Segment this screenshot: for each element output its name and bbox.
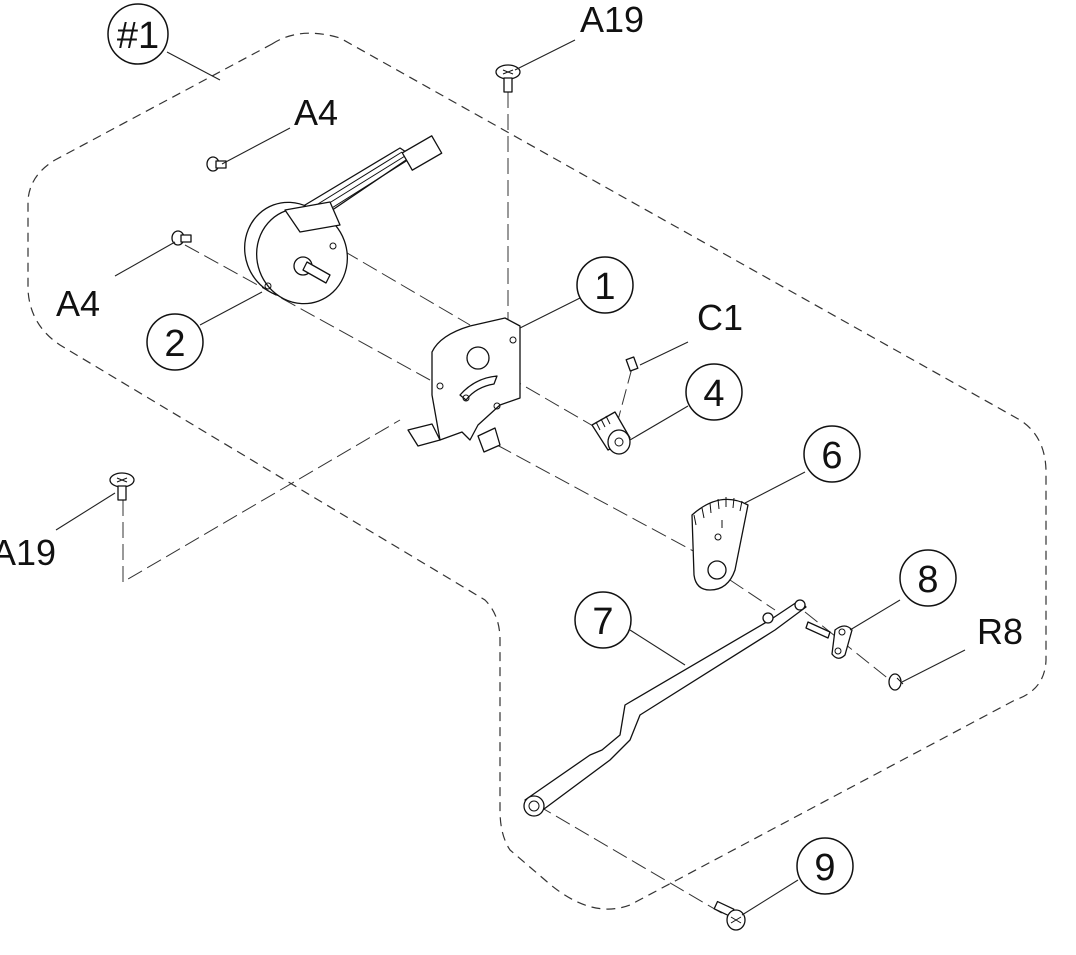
link-plate [805, 621, 853, 659]
callout-part-6: 6 [803, 425, 861, 483]
guide-line-screw-a19 [122, 419, 401, 583]
label-c1: C1 [697, 297, 743, 338]
leader-a19-left [55, 492, 116, 531]
screw-a4-left [171, 230, 192, 246]
callout-part-9: 9 [796, 837, 854, 895]
callout-part-4: 4 [685, 363, 743, 421]
leader-assembly [166, 51, 221, 81]
leader-part-2 [199, 291, 263, 326]
pinion-gear [591, 411, 631, 455]
guide-line-pin-to-sector [496, 444, 776, 611]
callout-part-2: 2 [146, 313, 204, 371]
svg-text:4: 4 [703, 373, 724, 415]
lever-arm [523, 599, 807, 817]
assembly-boundary [27, 32, 1047, 910]
leader-r8 [901, 649, 966, 683]
callout-part-8: 8 [899, 549, 957, 607]
label-a4-top: A4 [294, 92, 338, 133]
guide-line-arm-to-screw [536, 804, 731, 919]
svg-text:8: 8 [917, 559, 938, 601]
callout-part-1: 1 [576, 256, 634, 314]
guide-line-shaft-to-gear [324, 239, 601, 431]
set-screw-c1 [625, 356, 639, 372]
leader-part-4 [629, 405, 689, 441]
guide-line-motor-to-bracket [184, 244, 431, 381]
label-r8: R8 [977, 611, 1023, 652]
label-a4-left: A4 [56, 283, 100, 324]
leader-a4-top [221, 127, 291, 165]
screw-a4-top [206, 156, 227, 172]
stepper-motor [243, 135, 443, 305]
label-a19-top: A19 [580, 0, 644, 40]
sector-gear [691, 497, 749, 591]
e-ring-r8 [888, 673, 904, 691]
svg-text:2: 2 [164, 323, 185, 365]
leader-a19-top [514, 39, 576, 71]
leader-part-9 [741, 879, 799, 916]
motor-bracket [407, 317, 521, 453]
screw-a19-top [495, 64, 521, 93]
svg-text:1: 1 [594, 266, 615, 308]
svg-text:9: 9 [814, 847, 835, 889]
screw-a19-left [109, 472, 135, 501]
callout-assembly-1: #1 [107, 3, 169, 65]
label-a19-left: A19 [0, 532, 56, 573]
leader-part-7 [629, 629, 686, 666]
svg-text:6: 6 [821, 435, 842, 477]
leader-part-1 [519, 297, 581, 329]
leader-part-6 [744, 471, 806, 504]
svg-text:#1: #1 [117, 15, 159, 57]
screw-9 [713, 900, 746, 931]
leader-part-8 [849, 599, 901, 631]
callout-part-7: 7 [574, 591, 632, 649]
leader-a4-left [114, 241, 176, 277]
guide-line-screw-c1 [617, 367, 633, 421]
svg-text:7: 7 [592, 601, 613, 643]
leader-c1 [639, 341, 689, 366]
